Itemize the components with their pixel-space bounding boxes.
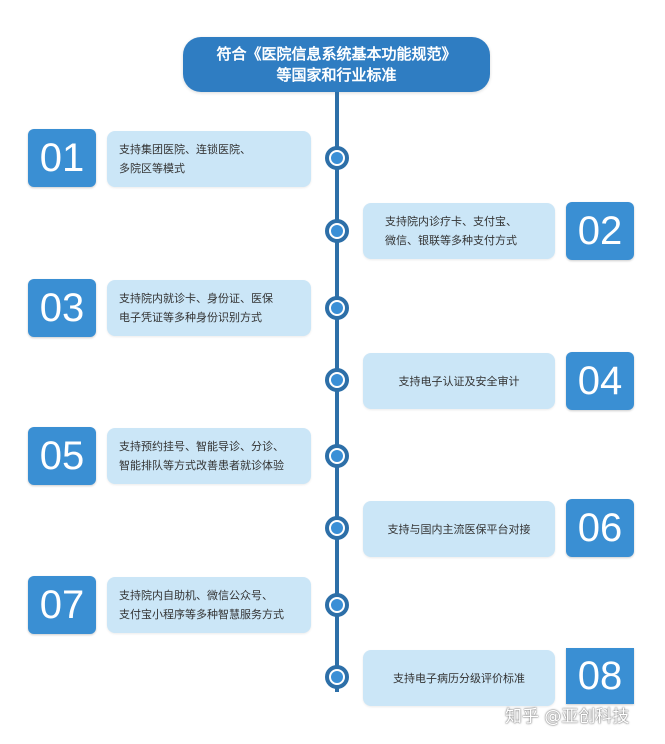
timeline-node-06-icon xyxy=(325,516,349,540)
item-number-04: 04 xyxy=(566,352,634,410)
item-text-box-02: 支持院内诊疗卡、支付宝、 微信、银联等多种支付方式 xyxy=(363,203,555,259)
timeline-node-04-icon xyxy=(325,368,349,392)
item-number-01: 01 xyxy=(28,129,96,187)
item-text-line: 支持院内自助机、微信公众号、 xyxy=(119,589,273,602)
item-text-line: 支持院内诊疗卡、支付宝、 xyxy=(385,215,517,228)
header-title-banner: 符合《医院信息系统基本功能规范》 等国家和行业标准 xyxy=(183,37,490,92)
item-number-02: 02 xyxy=(566,202,634,260)
item-text-line: 智能排队等方式改善患者就诊体验 xyxy=(119,459,284,472)
timeline-node-02-icon xyxy=(325,219,349,243)
item-text-box-04: 支持电子认证及安全审计 xyxy=(363,353,555,409)
header-title-line1: 符合《医院信息系统基本功能规范》 xyxy=(216,44,457,63)
item-text-line: 支持集团医院、连锁医院、 xyxy=(119,143,251,156)
item-text-box-08: 支持电子病历分级评价标准 xyxy=(363,650,555,706)
timeline-node-03-icon xyxy=(325,296,349,320)
item-text-line: 支持电子认证及安全审计 xyxy=(398,374,520,388)
item-text-box-05: 支持预约挂号、智能导诊、分诊、 智能排队等方式改善患者就诊体验 xyxy=(107,428,311,484)
item-text-line: 支持预约挂号、智能导诊、分诊、 xyxy=(119,440,284,453)
item-number-05: 05 xyxy=(28,427,96,485)
item-number-03: 03 xyxy=(28,279,96,337)
item-text-line: 电子凭证等多种身份识别方式 xyxy=(119,311,262,324)
item-text-line: 支持与国内主流医保平台对接 xyxy=(387,522,531,536)
item-text-box-03: 支持院内就诊卡、身份证、医保 电子凭证等多种身份识别方式 xyxy=(107,280,311,336)
item-text-line: 多院区等模式 xyxy=(119,162,185,175)
item-text-line: 支持电子病历分级评价标准 xyxy=(393,671,525,685)
timeline-node-08-icon xyxy=(325,665,349,689)
timeline-line xyxy=(335,92,339,692)
item-number-08: 08 xyxy=(566,648,634,704)
item-number-06: 06 xyxy=(566,499,634,557)
item-text-box-06: 支持与国内主流医保平台对接 xyxy=(363,501,555,557)
item-text-box-07: 支持院内自助机、微信公众号、 支付宝小程序等多种智慧服务方式 xyxy=(107,577,311,633)
item-text-line: 支付宝小程序等多种智慧服务方式 xyxy=(119,608,284,621)
item-text-line: 支持院内就诊卡、身份证、医保 xyxy=(119,292,273,305)
timeline-node-01-icon xyxy=(325,146,349,170)
item-number-07: 07 xyxy=(28,576,96,634)
timeline-node-07-icon xyxy=(325,593,349,617)
item-text-line: 微信、银联等多种支付方式 xyxy=(385,234,517,247)
header-title-line2: 等国家和行业标准 xyxy=(276,65,397,84)
item-text-box-01: 支持集团医院、连锁医院、 多院区等模式 xyxy=(107,131,311,187)
watermark: 知乎 @亚创科技 xyxy=(505,707,630,727)
timeline-node-05-icon xyxy=(325,444,349,468)
